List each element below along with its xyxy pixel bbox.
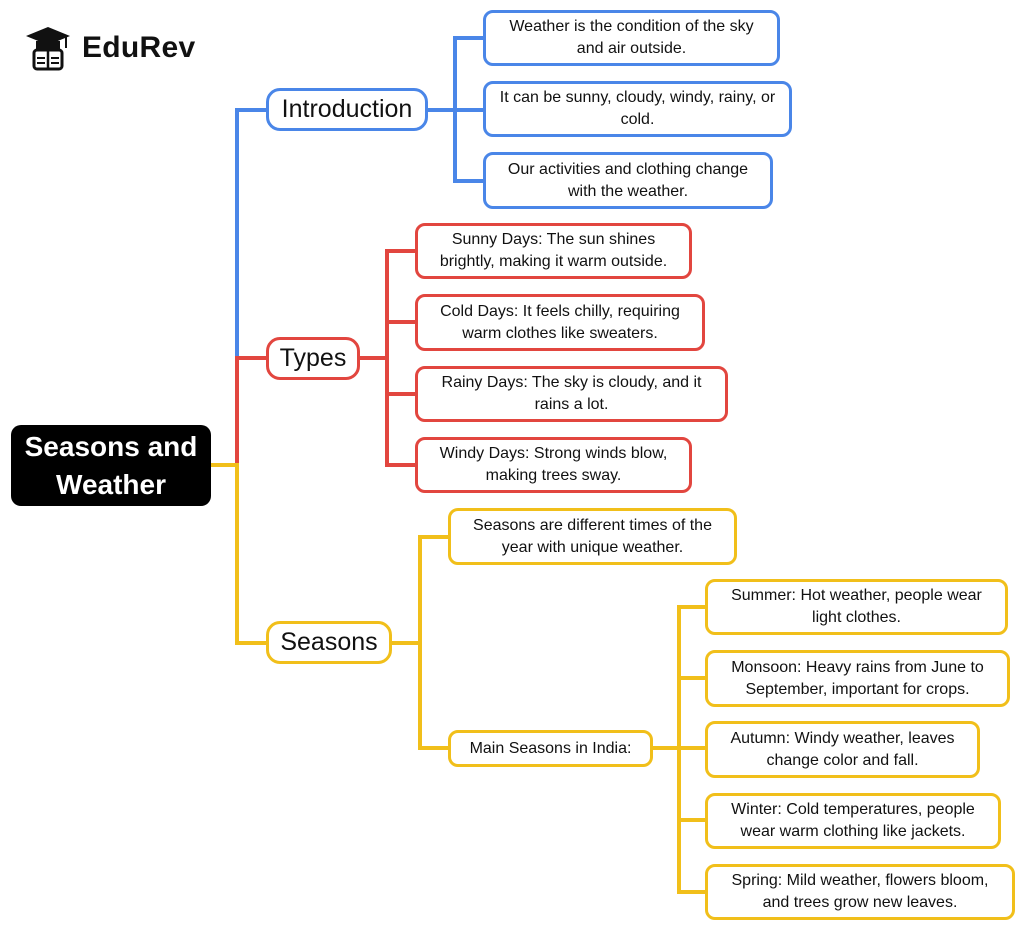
introduction-item: Our activities and clothing change with … — [483, 152, 773, 209]
types-item: Sunny Days: The sun shines brightly, mak… — [415, 223, 692, 279]
connector-main-seasons-items — [653, 605, 705, 894]
main-seasons-node: Main Seasons in India: — [448, 730, 653, 767]
brand-logo[interactable]: EduRev — [22, 24, 196, 72]
root-node: Seasons and Weather — [11, 425, 211, 506]
types-item: Rainy Days: The sky is cloudy, and it ra… — [415, 366, 728, 422]
connector-seasons-children — [392, 535, 448, 750]
connector-introduction-items — [428, 36, 483, 183]
types-item: Windy Days: Strong winds blow, making tr… — [415, 437, 692, 493]
season-item: Summer: Hot weather, people wear light c… — [705, 579, 1008, 635]
introduction-item: Weather is the condition of the sky and … — [483, 10, 780, 66]
branch-types: Types — [266, 337, 360, 380]
introduction-item: It can be sunny, cloudy, windy, rainy, o… — [483, 81, 792, 137]
connector-root-seasons — [211, 463, 266, 645]
brand-name: EduRev — [82, 31, 196, 64]
seasons-definition: Seasons are different times of the year … — [448, 508, 737, 565]
types-item: Cold Days: It feels chilly, requiring wa… — [415, 294, 705, 351]
season-item: Monsoon: Heavy rains from June to Septem… — [705, 650, 1010, 707]
branch-introduction: Introduction — [266, 88, 428, 131]
season-item: Autumn: Windy weather, leaves change col… — [705, 721, 980, 778]
graduate-cap-icon — [26, 27, 70, 71]
season-item: Winter: Cold temperatures, people wear w… — [705, 793, 1001, 849]
connector-types-items — [360, 249, 415, 467]
season-item: Spring: Mild weather, flowers bloom, and… — [705, 864, 1015, 920]
connector-root-types — [211, 356, 266, 467]
branch-seasons: Seasons — [266, 621, 392, 664]
